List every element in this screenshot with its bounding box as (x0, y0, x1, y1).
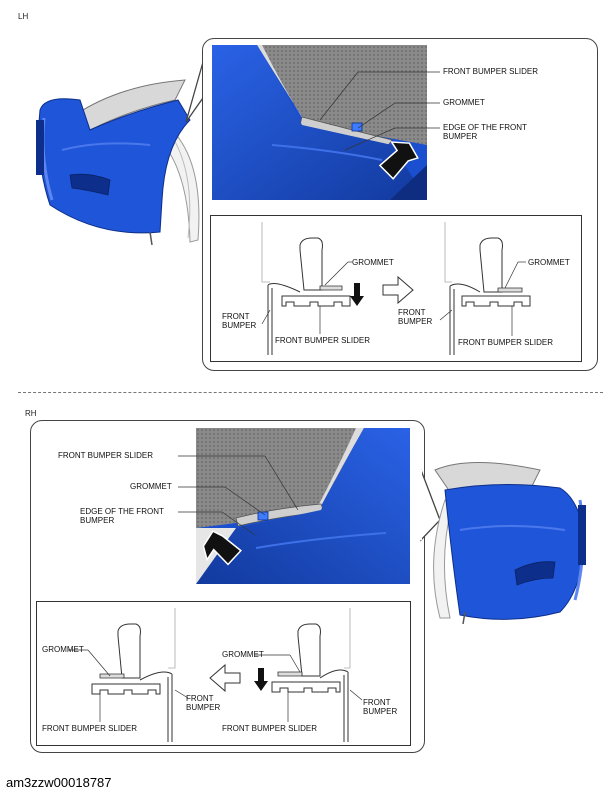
rh-photo-label-grommet: GROMMET (130, 482, 172, 491)
lh-diagram-label-front-bumper-right: FRONT BUMPER (398, 308, 433, 326)
rh-diagram-label-slider-left: FRONT BUMPER SLIDER (42, 724, 137, 733)
lh-diagram-label-slider-left: FRONT BUMPER SLIDER (275, 336, 370, 345)
rh-detail-photo (196, 428, 410, 584)
lh-diagram-label-grommet-left: GROMMET (352, 258, 394, 267)
section-separator (18, 392, 603, 393)
lh-photo-label-slider: FRONT BUMPER SLIDER (443, 67, 538, 76)
figure-code: am3zzw00018787 (6, 775, 112, 790)
rh-diagram-label-front-bumper-left: FRONT BUMPER (186, 694, 221, 712)
rh-diagram-label-grommet-left: GROMMET (42, 645, 84, 654)
rh-photo-label-edge: EDGE OF THE FRONT BUMPER (80, 507, 164, 525)
rh-diagram-label-grommet-right: GROMMET (222, 650, 264, 659)
rh-diagram-label-slider-right: FRONT BUMPER SLIDER (222, 724, 317, 733)
lh-section-label: LH (18, 12, 29, 21)
lh-diagram-label-slider-right: FRONT BUMPER SLIDER (458, 338, 553, 347)
lh-photo-label-edge: EDGE OF THE FRONT BUMPER (443, 123, 527, 141)
lh-diagram-label-front-bumper-left: FRONT BUMPER (222, 312, 257, 330)
rh-diagram-label-front-bumper-right: FRONT BUMPER (363, 698, 398, 716)
rh-photo-label-slider: FRONT BUMPER SLIDER (58, 451, 153, 460)
lh-diagram-label-grommet-right: GROMMET (528, 258, 570, 267)
lh-photo-label-grommet: GROMMET (443, 98, 485, 107)
lh-detail-photo (212, 45, 427, 200)
rh-section-label: RH (25, 409, 37, 418)
